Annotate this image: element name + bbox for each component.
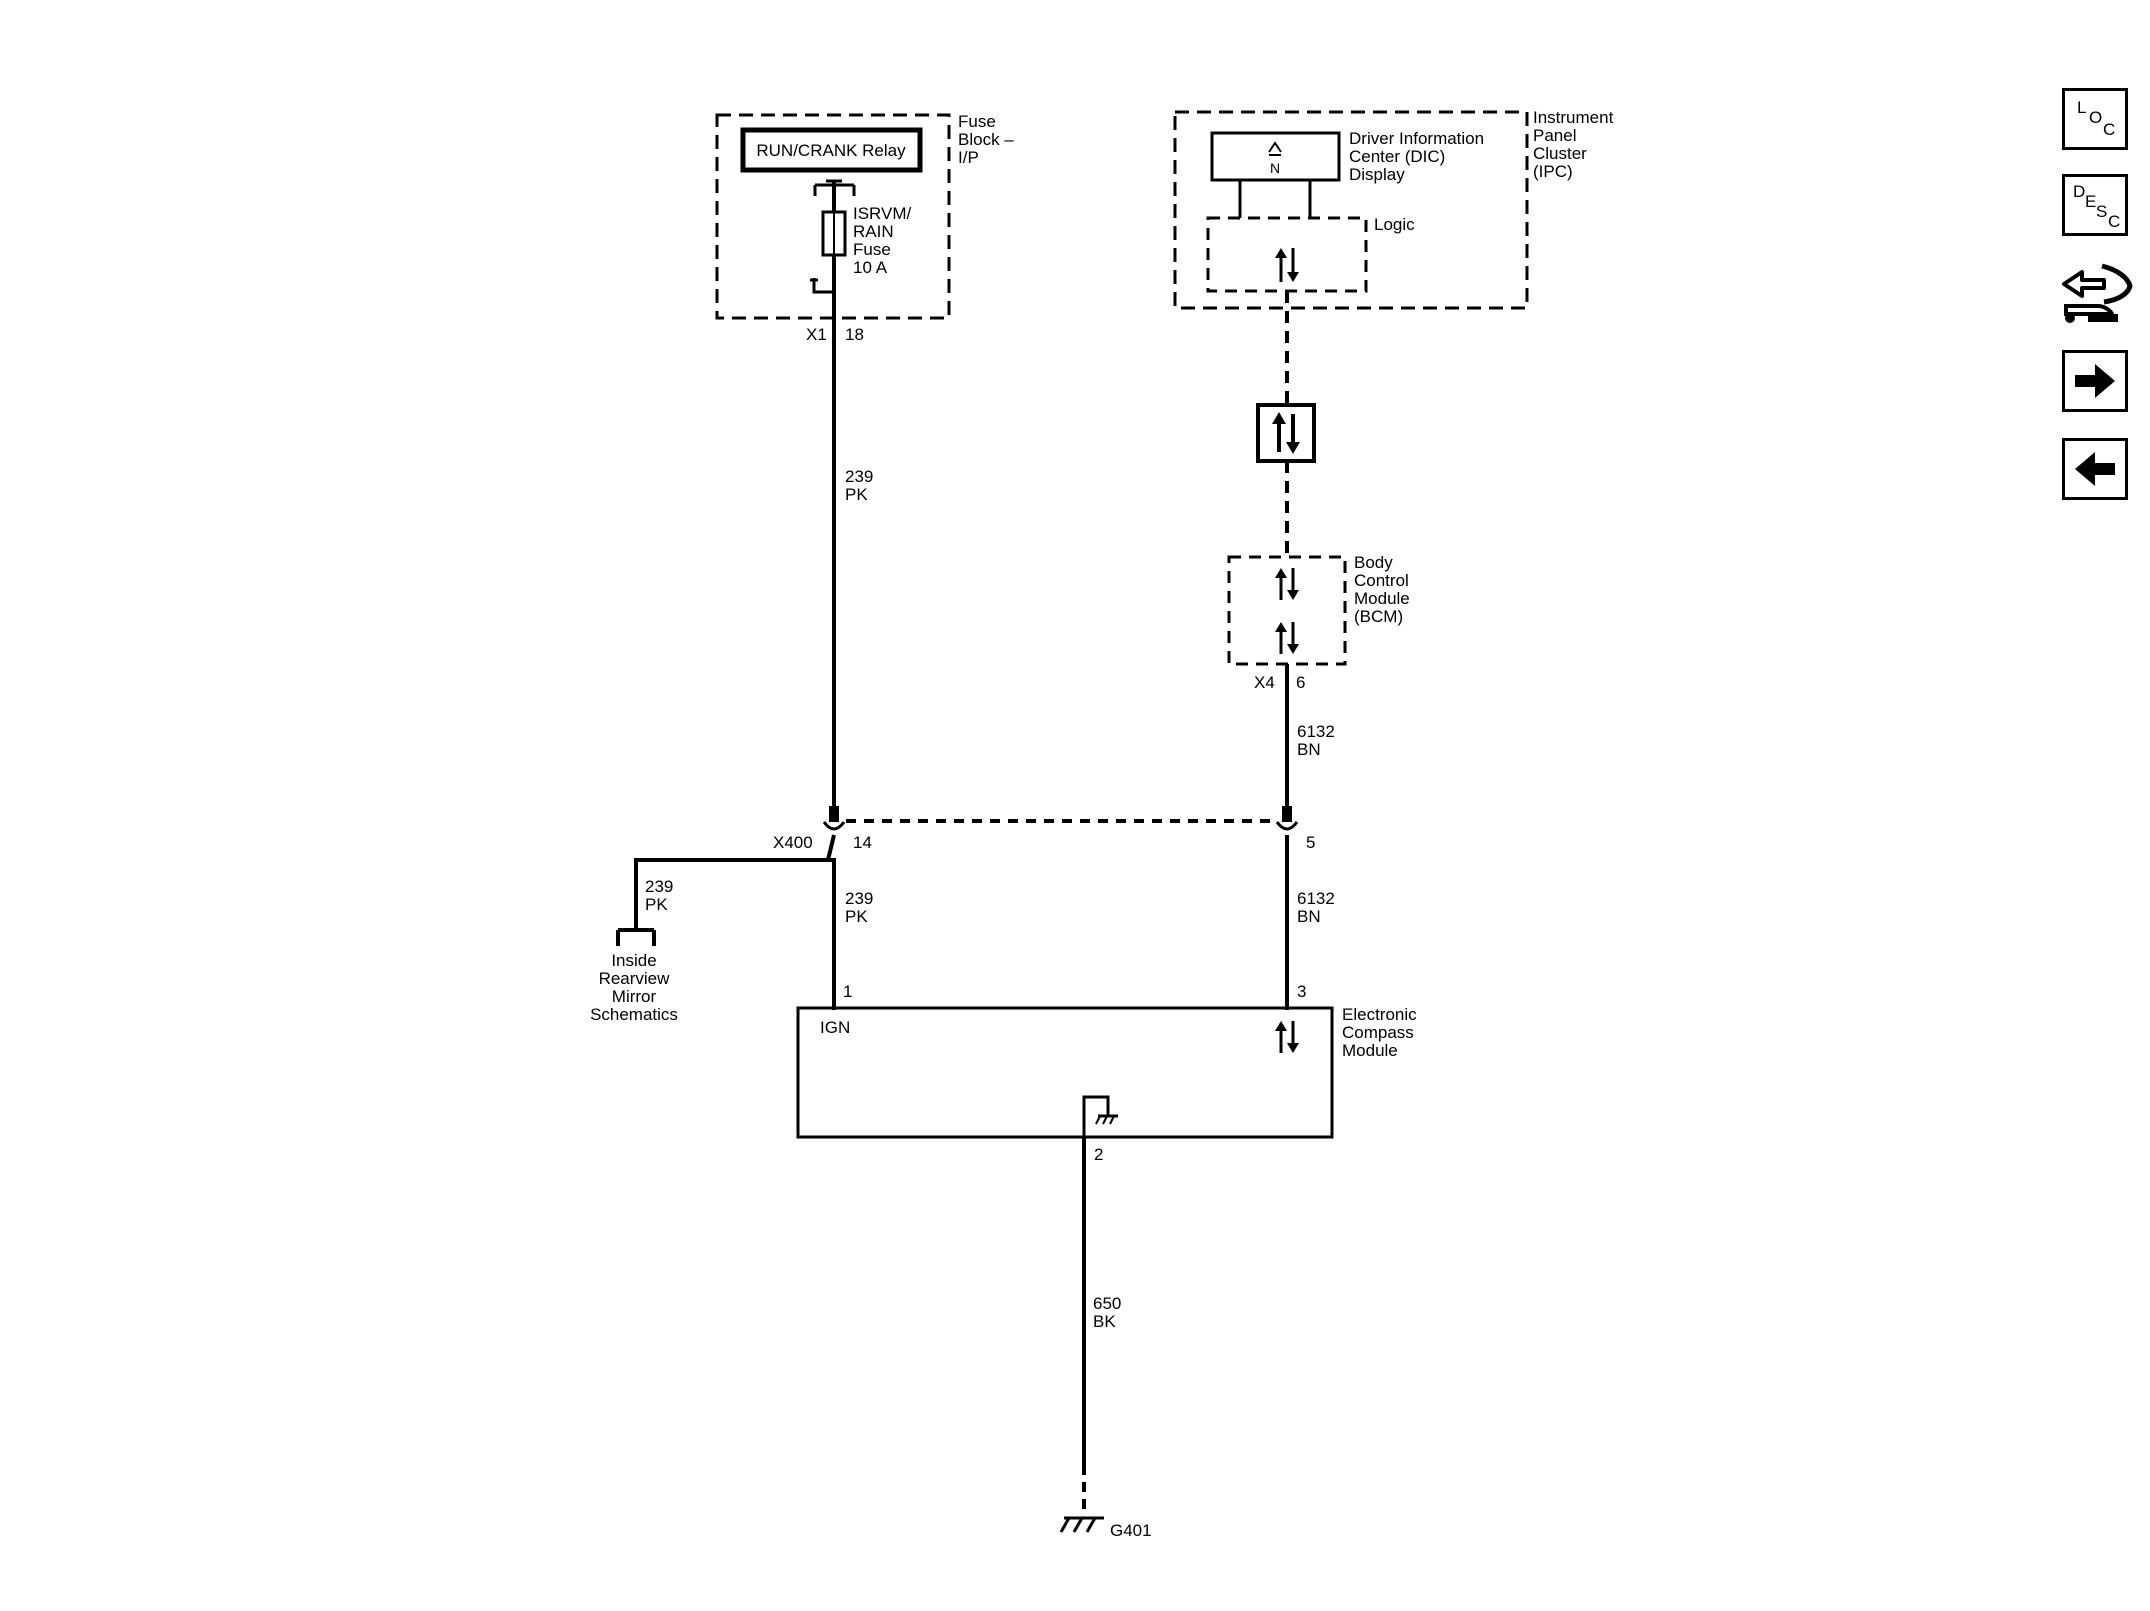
svg-text:O: O	[2089, 108, 2102, 127]
mirror-branch-color: PK	[645, 895, 668, 914]
run-crank-relay-box	[740, 127, 923, 173]
bcm-label-1: Body	[1354, 553, 1393, 572]
mirror-ref-label-2: Rearview	[599, 969, 671, 988]
wire-6132-bn-upper-color: BN	[1297, 740, 1321, 759]
compass-pin-ign: 1	[843, 982, 852, 1001]
loc-button[interactable]: L O C	[2062, 88, 2128, 150]
bcm-label-3: Module	[1354, 589, 1410, 608]
compass-label-3: Module	[1342, 1041, 1398, 1060]
wire-650-bk-color: BK	[1093, 1312, 1116, 1331]
svg-text:D: D	[2073, 182, 2085, 201]
x400-connector-name: X400	[773, 833, 813, 852]
body-control-module: Body Control Module (BCM) X4 6	[1227, 553, 1410, 692]
ipc-logic-box	[1206, 216, 1368, 293]
wire-239-pk-lower-circuit: 239	[845, 889, 873, 908]
dic-label-3: Display	[1349, 165, 1405, 184]
ground-label: G401	[1110, 1521, 1152, 1540]
bcm-data-icon-2	[1275, 622, 1299, 654]
bidirectional-data-icon	[1275, 248, 1299, 282]
wire-6132-bn-lower-color: BN	[1297, 907, 1321, 926]
chassis-ground-icon	[1059, 1516, 1104, 1533]
svg-text:C: C	[2103, 120, 2115, 139]
fuse-label-1: ISRVM/	[853, 204, 912, 223]
run-crank-relay-label: RUN/CRANK Relay	[756, 141, 906, 160]
ipc-label-4: (IPC)	[1533, 162, 1573, 181]
compass-data-icon	[1275, 1021, 1299, 1053]
compass-label-1: Electronic	[1342, 1005, 1417, 1024]
wire-239-pk-upper-circuit: 239	[845, 467, 873, 486]
mirror-reference-icon	[616, 928, 656, 946]
next-arrow-icon	[2075, 364, 2115, 398]
fuse-block-pin: 18	[845, 325, 864, 344]
desc-button[interactable]: D E S C	[2062, 174, 2128, 236]
dic-label-1: Driver Information	[1349, 129, 1484, 148]
serial-data-icon	[1256, 403, 1316, 463]
wire-239-pk-lower	[825, 834, 836, 1010]
mirror-branch-circuit: 239	[645, 877, 673, 896]
wire-239-pk-upper-color: PK	[845, 485, 868, 504]
fuse-block-connector: X1	[806, 325, 827, 344]
fuse-block-label-1: Fuse	[958, 112, 996, 131]
compass-pin-ground: 2	[1094, 1145, 1103, 1164]
bcm-data-icon-1	[1275, 568, 1299, 600]
bcm-pin: 6	[1296, 673, 1305, 692]
fuse-block-label-3: I/P	[958, 148, 979, 167]
dic-display-icon: N	[1268, 141, 1282, 176]
fuse-block-label-2: Block –	[958, 130, 1014, 149]
wire-239-pk-lower-color: PK	[845, 907, 868, 926]
fuse-icon	[810, 179, 856, 294]
svg-text:N: N	[1270, 160, 1280, 176]
connector-view-button[interactable]	[2058, 256, 2134, 328]
electronic-compass-module: 1 3 IGN Electronic Compass Module 2	[796, 982, 1417, 1164]
bcm-connector: X4	[1254, 673, 1275, 692]
x400-pin-left: 14	[853, 833, 872, 852]
ipc-label-3: Cluster	[1533, 144, 1587, 163]
internal-ground-icon	[1082, 1095, 1118, 1137]
x400-inline-connector: X400 14 5	[773, 806, 1315, 852]
svg-text:C: C	[2108, 212, 2120, 231]
ipc-logic-label: Logic	[1374, 215, 1415, 234]
instrument-panel-cluster: Instrument Panel Cluster (IPC) N Driver …	[1173, 108, 1614, 310]
mirror-ref-label-4: Schematics	[590, 1005, 678, 1024]
fuse-label-4: 10 A	[853, 258, 888, 277]
compass-pin-data: 3	[1297, 982, 1306, 1001]
svg-text:S: S	[2096, 202, 2107, 221]
bcm-label-4: (BCM)	[1354, 607, 1403, 626]
fuse-label-3: Fuse	[853, 240, 891, 259]
wire-6132-bn-lower-circuit: 6132	[1297, 889, 1335, 908]
next-button[interactable]	[2062, 350, 2128, 412]
mirror-ref-label-3: Mirror	[612, 987, 657, 1006]
compass-label-2: Compass	[1342, 1023, 1414, 1042]
previous-button[interactable]	[2062, 438, 2128, 500]
bcm-label-2: Control	[1354, 571, 1409, 590]
wire-239-pk-mirror-branch	[634, 858, 828, 930]
ipc-label-2: Panel	[1533, 126, 1576, 145]
ipc-label-1: Instrument	[1533, 108, 1614, 127]
dic-label-2: Center (DIC)	[1349, 147, 1445, 166]
mirror-ref-label-1: Inside	[611, 951, 656, 970]
compass-ign-label: IGN	[820, 1018, 850, 1037]
fuse-block: RUN/CRANK Relay Fuse Block – I/P ISRVM/ …	[715, 112, 1014, 344]
dic-display-box	[1210, 131, 1341, 182]
wire-6132-bn-upper-circuit: 6132	[1297, 722, 1335, 741]
svg-text:L: L	[2077, 98, 2086, 117]
svg-text:E: E	[2085, 192, 2096, 211]
fuse-label-2: RAIN	[853, 222, 894, 241]
wire-650-bk-circuit: 650	[1093, 1294, 1121, 1313]
connector-view-icon	[2062, 263, 2133, 323]
previous-arrow-icon	[2075, 452, 2115, 486]
x400-pin-right: 5	[1306, 833, 1315, 852]
